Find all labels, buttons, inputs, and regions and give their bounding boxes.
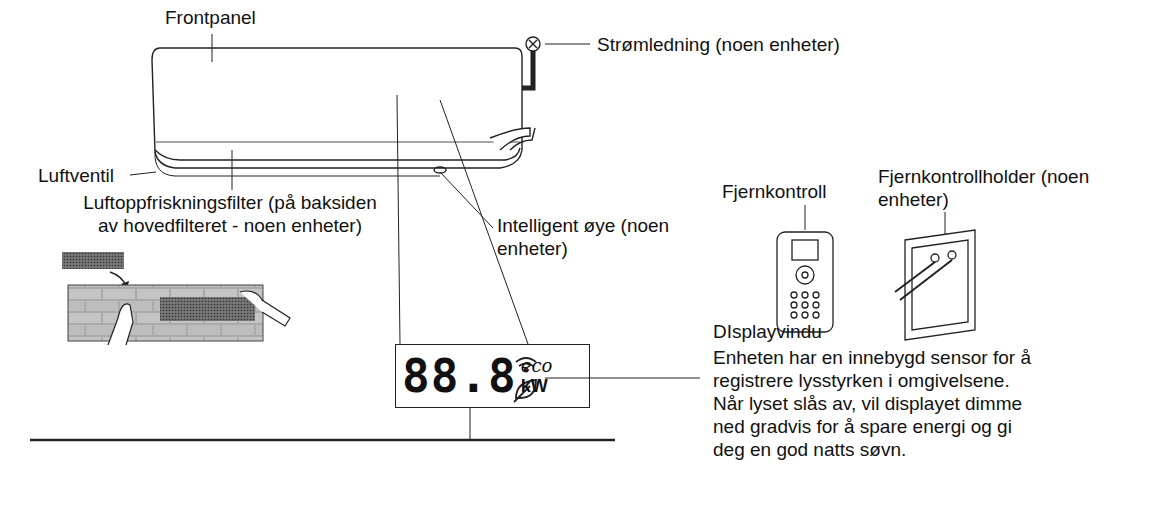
remote-holder — [895, 230, 975, 340]
display-symbol: kW — [521, 376, 553, 396]
remote-control — [777, 232, 833, 332]
display-symbol: eco — [521, 356, 553, 376]
part-label: Luftventil — [38, 164, 138, 187]
display-symbols: ecokW — [521, 356, 553, 396]
part-label: Intelligent øye (noen enheter) — [497, 214, 673, 260]
part-label: Luftoppfriskningsfilter (på baksiden av … — [80, 191, 380, 237]
display-digits: 88.8 — [402, 352, 517, 400]
part-label: Fjernkontroll — [722, 180, 892, 203]
part-label: Frontpanel — [165, 6, 325, 29]
part-label: Fjernkontrollholder (noen enheter) — [878, 165, 1093, 211]
part-label: Strømledning (noen enheter) — [597, 33, 917, 56]
note-text: Enheten har en innebygd sensor for å reg… — [713, 346, 1043, 461]
filter-illustration — [62, 252, 290, 345]
display-window: 88.8ecokW — [395, 344, 590, 408]
heading-label: DIsplayvindu — [713, 320, 913, 343]
